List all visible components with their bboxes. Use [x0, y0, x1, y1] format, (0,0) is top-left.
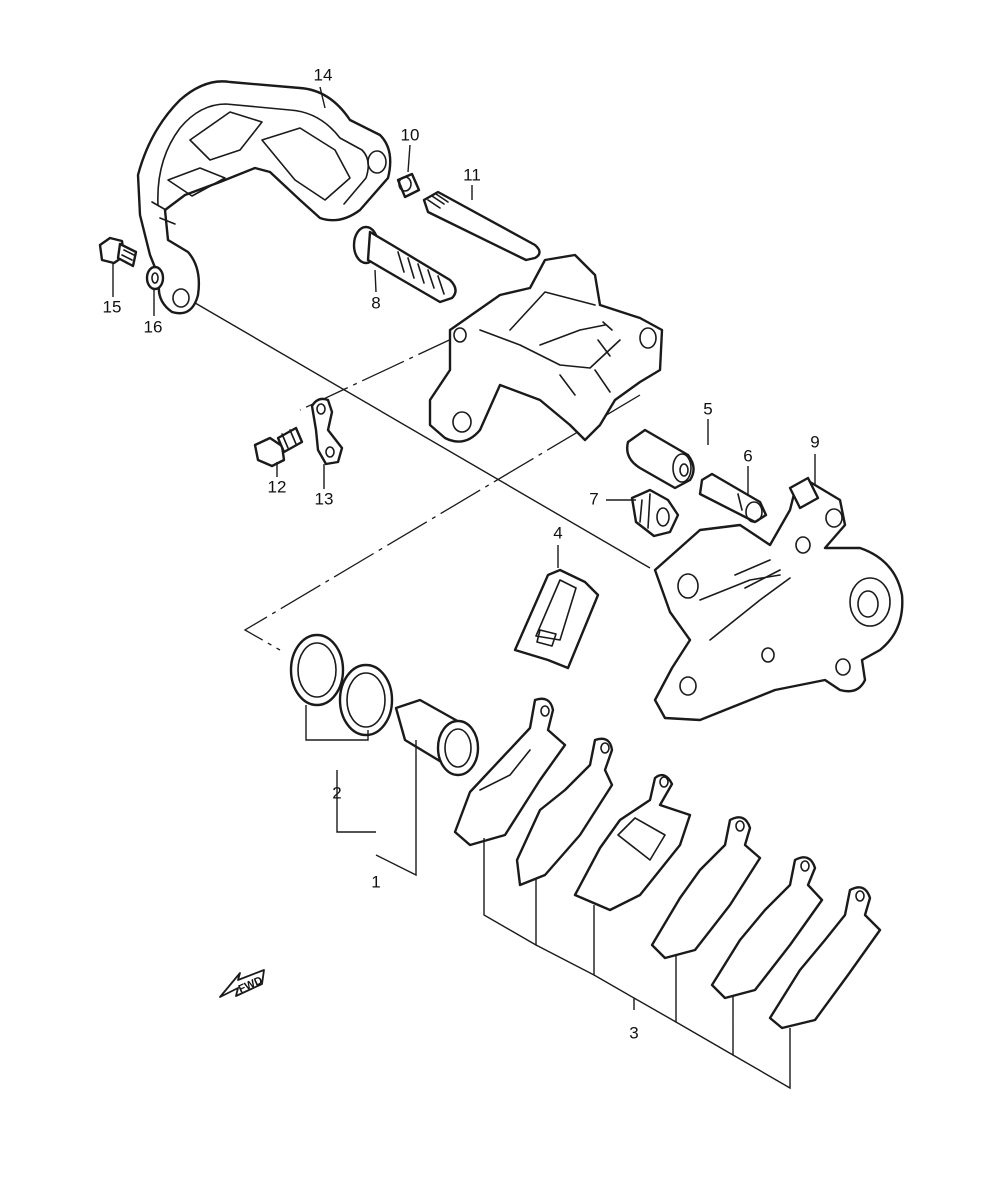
- part-15-bolt: [98, 236, 138, 268]
- part-3-brake-pad-3: [573, 773, 692, 912]
- part-10-cap: [396, 172, 421, 199]
- callout-labels: 14 10 11 8 15 16 5 6 9 7 12 13 4 2 1 3: [103, 65, 820, 1042]
- callout-leaders: [112, 86, 816, 1090]
- part-7-boot: [630, 488, 680, 538]
- callout-9: 9: [810, 432, 819, 451]
- part-16-washer: [145, 265, 165, 291]
- callout-13: 13: [315, 489, 334, 508]
- part-3-brake-pad-1: [453, 697, 567, 847]
- part-3-brake-pad-4: [650, 816, 762, 960]
- callout-7: 7: [589, 489, 598, 508]
- part-2-seal-front: [289, 633, 345, 707]
- part-8-slide-bolt: [352, 225, 457, 304]
- callout-12: 12: [268, 477, 287, 496]
- callout-15: 15: [103, 297, 122, 316]
- callout-1: 1: [371, 872, 380, 891]
- callout-3: 3: [629, 1023, 638, 1042]
- callout-16: 16: [144, 317, 163, 336]
- fwd-label: FWD: [237, 974, 265, 995]
- callout-10: 10: [401, 125, 420, 144]
- fwd-arrow-icon: FWD: [219, 969, 265, 998]
- part-2-seal-rear: [338, 663, 394, 737]
- callout-11: 11: [463, 165, 481, 184]
- part-6-pin: [698, 472, 768, 524]
- part-9-bracket: [653, 476, 904, 722]
- part-12-bleeder: [253, 426, 304, 468]
- callout-4: 4: [553, 523, 562, 542]
- callout-2: 2: [332, 783, 341, 802]
- part-3-brake-pad-2: [515, 737, 614, 887]
- part-3-brake-pad-6: [768, 886, 882, 1030]
- callout-8: 8: [371, 293, 380, 312]
- part-5-sleeve: [626, 428, 695, 490]
- part-13-clip: [310, 397, 344, 466]
- assembly-lines: [189, 299, 651, 651]
- part-1-piston: [394, 698, 480, 777]
- part-4-pad-spring: [513, 568, 600, 670]
- callout-5: 5: [703, 399, 712, 418]
- caliper-body: [428, 253, 664, 443]
- part-3-brake-pad-5: [710, 856, 824, 1000]
- callout-14: 14: [314, 65, 333, 84]
- callout-6: 6: [743, 446, 752, 465]
- part-14-caliper-guard: [136, 80, 392, 315]
- part-11-pin: [422, 190, 541, 262]
